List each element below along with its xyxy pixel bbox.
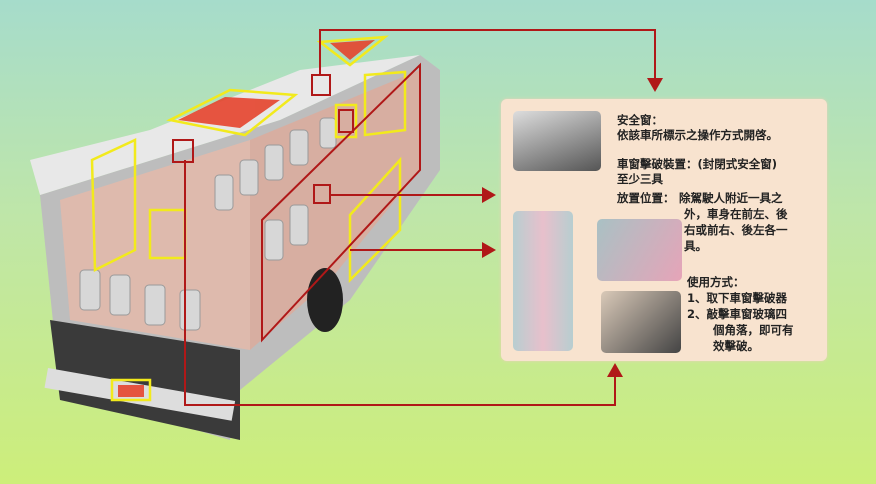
arrow-icon [607, 363, 623, 377]
arrow-heads [482, 78, 663, 377]
placement-line: 外，車身在前左、後 [684, 207, 788, 221]
usage-title: 使用方式： [687, 275, 745, 289]
placement-line: 具。 [684, 239, 707, 253]
info-panel: 安全窗： 依該車所標示之操作方式開啓。 車窗擊破裝置：(封閉式安全窗) 至少三具… [501, 99, 827, 361]
red-marked-areas [118, 40, 375, 397]
placement-line: 右或前右、後左各一 [684, 223, 788, 237]
placement-line: 除駕駛人附近一具之 [679, 191, 783, 205]
usage-step: 個角落，即可有 [713, 323, 794, 337]
window-breaker-count: 至少三具 [617, 172, 663, 186]
window-breaker-title: 車窗擊破裝置：(封閉式安全窗) [617, 157, 778, 171]
arrow-icon [647, 78, 663, 92]
usage-step: 1、取下車窗擊破器 [687, 291, 788, 305]
safety-window-photo [513, 111, 601, 171]
arrow-icon [482, 242, 496, 258]
safety-window-title: 安全窗： [617, 113, 663, 127]
safety-window-desc: 依該車所標示之操作方式開啓。 [617, 128, 778, 142]
breaker-use-photo [601, 291, 681, 353]
usage-step: 2、敲擊車窗玻璃四 [687, 307, 788, 321]
breaker-mount-photo [513, 211, 573, 351]
arrow-icon [482, 187, 496, 203]
connector-lines [172, 29, 656, 406]
seats [79, 117, 337, 331]
usage-step: 效擊破。 [713, 339, 759, 353]
breaker-grab-photo [597, 219, 682, 281]
placement-label: 放置位置： [617, 191, 675, 205]
